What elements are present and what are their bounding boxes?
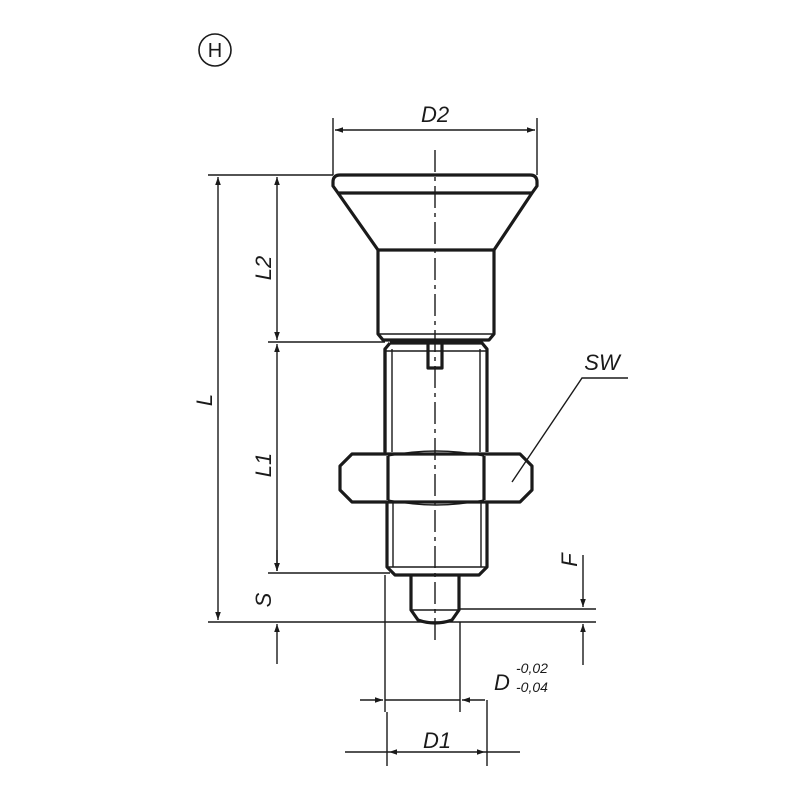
label-l1: L1 [251,453,276,477]
label-f: F [557,552,582,567]
label-l: L [192,394,217,406]
label-sw: SW [584,350,622,375]
label-s: S [251,592,276,607]
variant-symbol-circle: H [198,33,232,67]
plunger-part [331,150,539,640]
label-d-tol-upper: -0,02 [516,660,548,676]
label-d: D [494,670,510,695]
label-d2: D2 [421,102,449,127]
label-d-tol-lower: -0,04 [516,679,548,695]
dimension-lines [215,127,628,755]
label-d1: D1 [423,728,451,753]
variant-symbol-label: H [208,40,222,62]
extension-lines [208,118,596,766]
label-l2: L2 [251,256,276,280]
dimension-labels: D2 L L2 L1 S SW F D -0,02 -0,04 D1 [192,102,622,753]
